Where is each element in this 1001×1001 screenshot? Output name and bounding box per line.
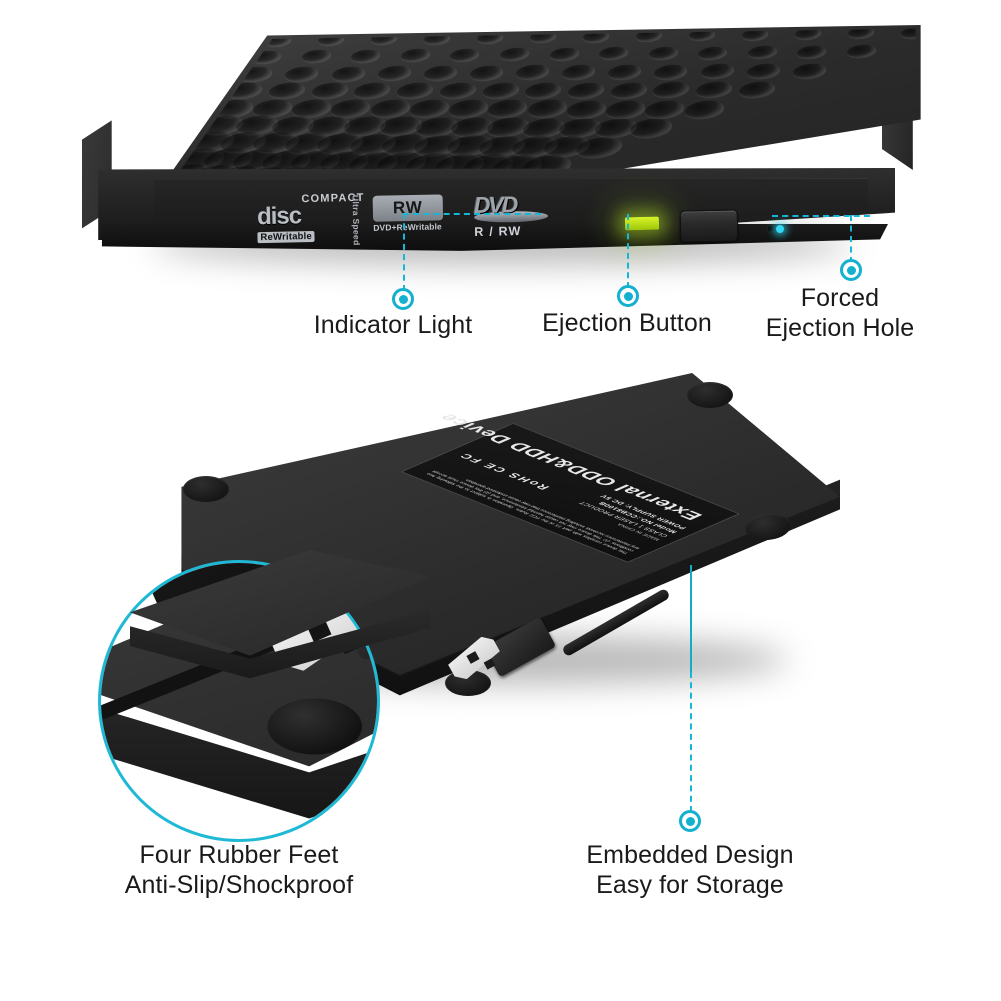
rw-plate: RW (372, 194, 444, 222)
leader-indicator-light-vertical (403, 213, 405, 291)
ejection-button[interactable] (679, 209, 739, 243)
dimple (796, 43, 828, 60)
compact-disc-main-word: disc (256, 202, 302, 231)
magnified-rubber-foot (267, 698, 362, 755)
dimple (515, 63, 550, 82)
dimple (548, 46, 580, 62)
dvd-drive-top-view: COMPACT disc ReWritable Ultra Speed RW D… (82, 18, 924, 264)
dimple (448, 97, 489, 120)
dimple (683, 98, 725, 120)
leader-embedded-design-solid (690, 565, 692, 677)
dimple (268, 81, 306, 101)
dimple (598, 45, 629, 62)
dvd-logo: DVD R / RW (474, 191, 573, 240)
leader-embedded-design-vertical (690, 672, 692, 812)
dimple (524, 80, 562, 101)
dimple (607, 62, 642, 81)
dimple (629, 116, 674, 141)
marker-forced-ejection-hole (840, 259, 862, 281)
dvd-drive-left-unit (120, 520, 450, 720)
forced-ejection-hole-glow (776, 225, 784, 233)
dimple (792, 61, 826, 80)
dimple (438, 80, 477, 101)
leader-ejection-button-vertical (627, 214, 629, 288)
marker-ejection-button (617, 285, 639, 307)
dimple (737, 79, 776, 100)
dimple (605, 97, 646, 120)
dimple (567, 80, 605, 100)
dimple (301, 48, 332, 65)
forced-ejection-hole[interactable] (768, 226, 773, 231)
dimple (350, 48, 382, 64)
callout-label-forced-ejection-hole: Forced Ejection Hole (765, 284, 915, 342)
callout-label-ejection-button: Ejection Button (542, 309, 712, 337)
dimple (330, 64, 365, 83)
dimple (487, 97, 529, 120)
compact-disc-logo: COMPACT disc ReWritable Ultra Speed (256, 192, 366, 246)
rw-logo: RW DVD+ReWritable (372, 194, 452, 236)
compact-disc-rewritable-badge: ReWritable (257, 230, 316, 244)
compact-disc-ultra-speed-text: Ultra Speed (350, 194, 362, 246)
dimple (310, 80, 349, 101)
dimple (396, 80, 434, 101)
rw-plate-text: RW (392, 197, 424, 218)
marker-indicator-light (392, 288, 414, 310)
rubber-foot-top-right (687, 382, 733, 408)
dimple (565, 97, 607, 120)
callout-label-embedded-design: Embedded Design Easy for Storage (586, 841, 794, 899)
dimple (652, 80, 690, 100)
dimple (609, 80, 648, 100)
callout-label-indicator-light: Indicator Light (313, 311, 473, 339)
dimple (400, 47, 431, 64)
indicator-light-led (624, 216, 660, 231)
dimple (353, 80, 392, 101)
dvd-logo-caption: R / RW (474, 224, 522, 240)
rubber-foot-left (183, 476, 229, 502)
dimple (408, 97, 450, 120)
dimple (423, 64, 457, 82)
leader-indicator-light-horizontal (403, 213, 541, 215)
rw-caption: DVD+ReWritable (373, 221, 442, 233)
dimple (697, 44, 729, 61)
dimple (499, 46, 530, 63)
dimple (747, 44, 778, 61)
dimple (644, 98, 686, 120)
leader-forced-hole-vertical (850, 215, 852, 263)
marker-embedded-design (679, 810, 701, 832)
dimple (376, 64, 411, 82)
dimple (699, 62, 734, 80)
dimple (648, 45, 679, 61)
dimple (469, 63, 504, 82)
dimple (449, 47, 481, 63)
dimple (526, 97, 568, 120)
dimple (284, 64, 319, 83)
dimple (846, 43, 877, 60)
dimple (745, 61, 780, 80)
dimpled-texture (181, 28, 916, 186)
leader-forced-hole-horizontal (772, 215, 870, 217)
callout-label-rubber-feet: Four Rubber Feet Anti-Slip/Shockproof (124, 841, 354, 899)
dimple (561, 63, 596, 81)
dimple (653, 62, 688, 81)
dimple (481, 80, 520, 101)
dimple (695, 80, 733, 100)
